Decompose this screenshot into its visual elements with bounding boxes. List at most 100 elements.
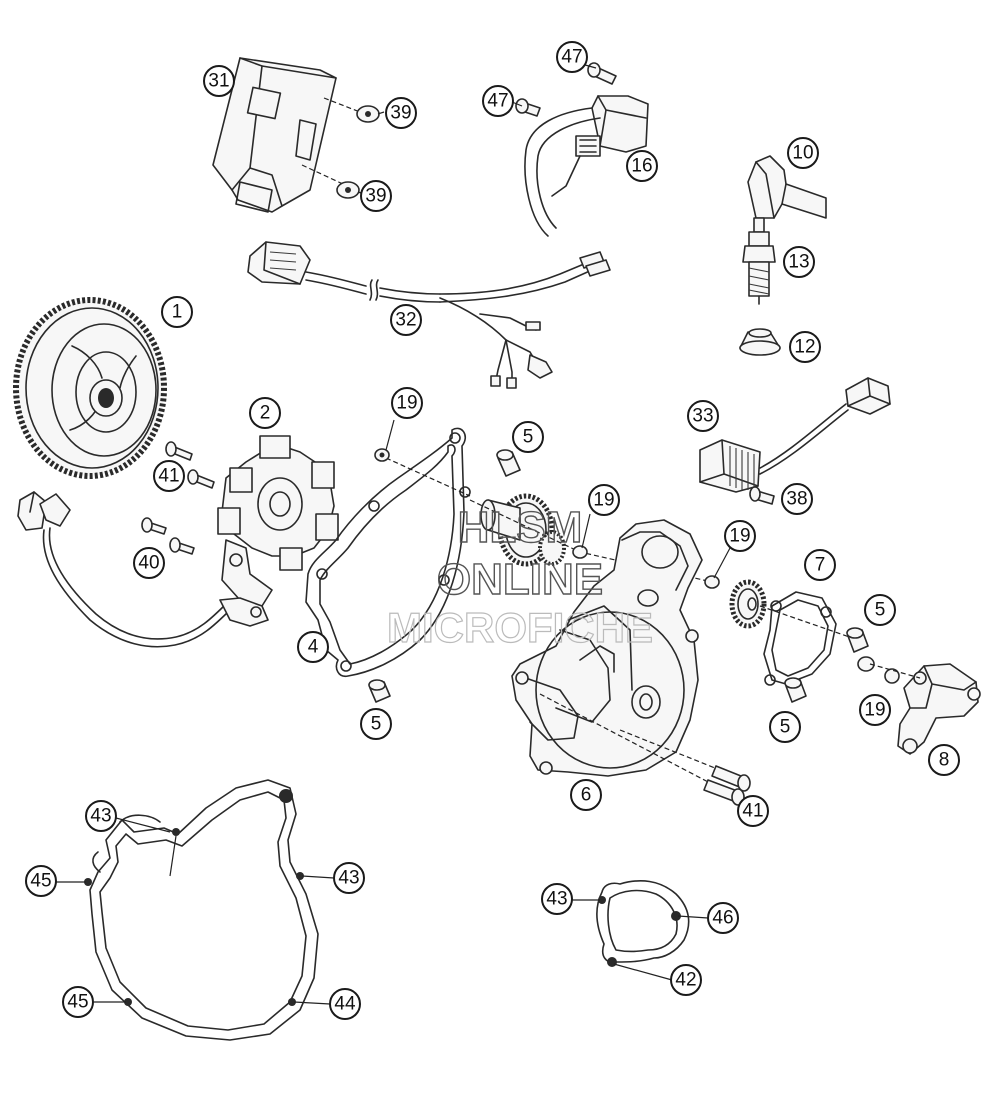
svg-text:19: 19 [864,700,885,721]
part-2-stator [217,435,339,627]
callout-4: 4 [297,631,329,663]
svg-text:1: 1 [172,302,183,323]
svg-text:41: 41 [742,801,763,822]
svg-text:42: 42 [675,970,696,991]
callout-19: 19 [724,520,756,552]
svg-text:41: 41 [158,466,179,487]
callout-43: 43 [85,800,117,832]
svg-text:32: 32 [395,310,416,331]
callout-12: 12 [789,331,821,363]
callout-5: 5 [769,711,801,743]
stator-cable [17,491,233,648]
part-1-flywheel [13,297,167,479]
svg-text:5: 5 [371,714,382,735]
callout-16: 16 [626,150,658,182]
callout-19: 19 [391,387,423,419]
svg-text:45: 45 [67,992,88,1013]
svg-text:19: 19 [729,526,750,547]
svg-text:19: 19 [396,393,417,414]
callout-39: 39 [360,180,392,212]
watermark: HLSM ONLINE MICROFICHE [386,502,653,651]
bolts-40-stator [141,517,195,555]
callout-leaders [56,57,731,1005]
callout-41: 41 [153,460,185,492]
callout-5: 5 [360,708,392,740]
bolt-47-upper [587,62,617,85]
bolt-39-lower [336,181,360,199]
callouts: 31 39 39 47 47 16 10 13 12 32 1 2 41 40 … [25,41,960,1020]
svg-text:19: 19 [593,490,614,511]
callout-46: 46 [707,902,739,934]
idler-gear [729,579,767,629]
callout-8: 8 [928,744,960,776]
svg-text:12: 12 [794,337,815,358]
callout-39: 39 [385,97,417,129]
svg-text:43: 43 [338,868,359,889]
callout-44: 44 [329,988,361,1020]
part-13-spark-plug [742,217,776,305]
svg-text:5: 5 [875,600,886,621]
callout-31: 31 [203,65,235,97]
callout-47: 47 [556,41,588,73]
watermark-line-2: ONLINE [437,555,603,604]
bolt-39-upper [356,105,380,123]
part-33-regulator [699,377,891,493]
svg-text:45: 45 [30,871,51,892]
svg-text:44: 44 [334,994,356,1015]
bolts-41-stator [165,441,215,489]
bolts-41-cover [539,693,751,806]
watermark-line-1: HLSM [458,503,583,552]
part-32-wiring-harness [247,241,611,389]
svg-text:16: 16 [631,156,652,177]
part-12-grommet [739,328,781,356]
svg-text:13: 13 [788,252,809,273]
callout-6: 6 [570,779,602,811]
callout-19: 19 [859,694,891,726]
callout-45: 45 [25,865,57,897]
bolt-47-lower [515,98,541,117]
nut-19-gasket [374,448,390,462]
callout-32: 32 [390,304,422,336]
svg-text:47: 47 [561,47,582,68]
svg-text:39: 39 [365,186,386,207]
svg-text:39: 39 [390,103,411,124]
callout-40: 40 [133,547,165,579]
callout-47: 47 [482,85,514,117]
callout-5: 5 [512,421,544,453]
svg-text:31: 31 [208,71,229,92]
callout-33: 33 [687,400,719,432]
bolt-38-regulator [749,486,775,505]
svg-text:7: 7 [815,555,826,576]
svg-text:33: 33 [692,406,713,427]
svg-text:43: 43 [546,889,567,910]
callout-42: 42 [670,964,702,996]
svg-text:8: 8 [939,750,950,771]
part-16-ignition-coil [524,95,649,237]
washer-19-shaft [572,545,588,559]
callout-41: 41 [737,795,769,827]
callout-43: 43 [333,862,365,894]
callout-1: 1 [161,296,193,328]
svg-text:40: 40 [138,553,159,574]
callout-13: 13 [783,246,815,278]
part-10-spark-plug-cap [747,155,827,219]
starter-gear-shaft [480,493,566,567]
svg-text:10: 10 [792,143,813,164]
dowel-5-d [784,677,807,703]
svg-text:4: 4 [308,637,319,658]
svg-text:38: 38 [786,489,807,510]
callout-45: 45 [62,986,94,1018]
callout-2: 2 [249,397,281,429]
callout-19: 19 [588,484,620,516]
callout-43: 43 [541,883,573,915]
part-6-ignition-cover [511,519,703,777]
svg-text:47: 47 [487,91,508,112]
svg-text:43: 43 [90,806,111,827]
svg-text:6: 6 [581,785,592,806]
callout-5: 5 [864,594,896,626]
large-ignition-gasket [84,779,319,1041]
part-4-gasket [305,427,471,678]
dowel-5-a [496,449,521,477]
svg-text:2: 2 [260,403,271,424]
